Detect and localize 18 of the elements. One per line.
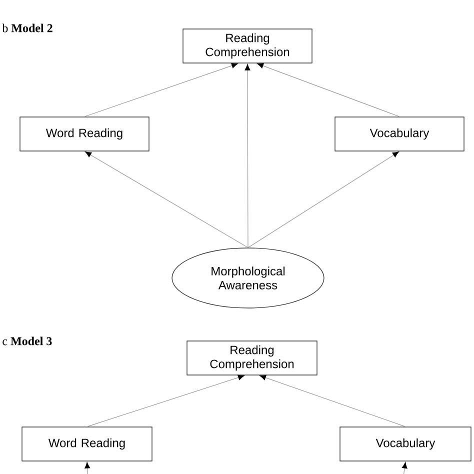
text-box: Vocabulary (340, 426, 472, 462)
text-box: Reading Comprehension (186, 340, 318, 376)
panel-label: c Model 3 (2, 336, 52, 346)
arrow (257, 63, 400, 117)
arrow (402, 462, 408, 474)
arrow (84, 462, 90, 474)
arrow (248, 152, 399, 248)
text-box: Word Reading (22, 426, 152, 462)
panel-label: b Model 2 (2, 24, 52, 32)
arrow (244, 64, 250, 248)
text-box: Vocabulary (334, 116, 464, 152)
arrow (85, 152, 248, 248)
text-box: Word Reading (20, 116, 150, 152)
ellipse-node: Morphological Awareness (172, 248, 324, 308)
text-box: Reading Comprehension (182, 28, 312, 64)
arrow (86, 374, 244, 427)
arrow (84, 62, 238, 117)
arrow (260, 374, 406, 427)
